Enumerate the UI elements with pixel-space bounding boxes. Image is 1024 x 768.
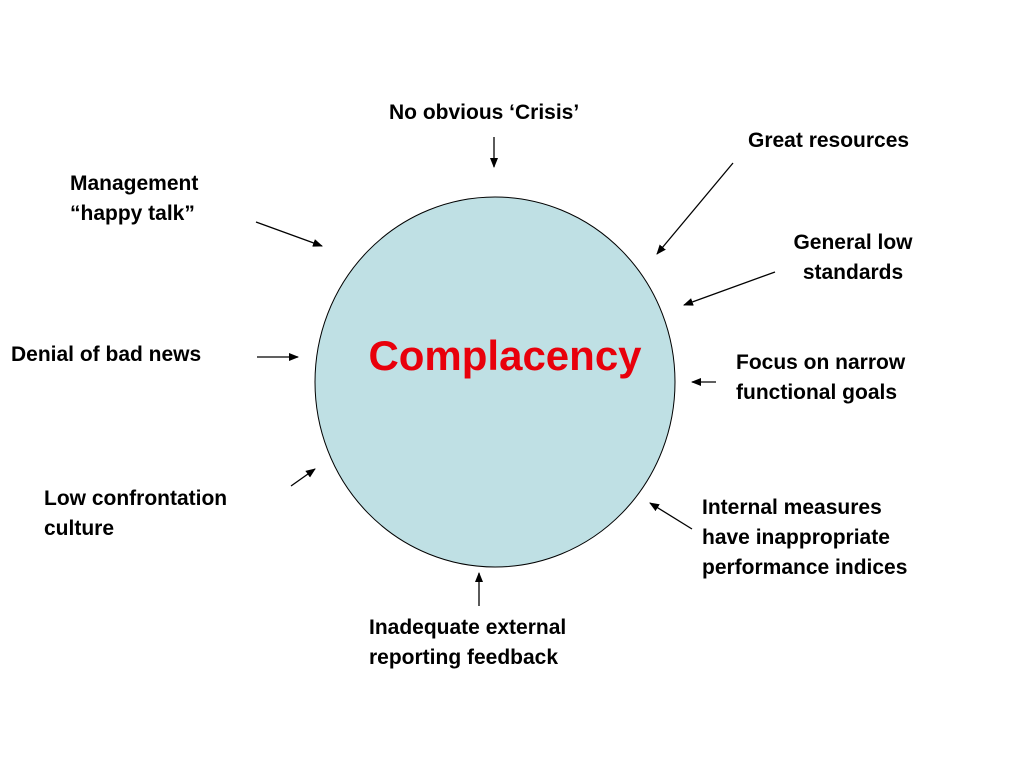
label-line: Great resources — [748, 129, 910, 152]
arrow-great-resources — [656, 162, 734, 255]
label-line: performance indices — [702, 556, 908, 579]
arrow-low-standards — [683, 271, 776, 306]
label-line: Inadequate external — [369, 616, 567, 639]
label-line: No obvious ‘Crisis’ — [389, 101, 580, 124]
label-internal-measures: Internal measures have inappropriate per… — [702, 493, 907, 583]
label-line: Focus on narrow — [736, 351, 906, 374]
label-great-resources: Great resources — [748, 126, 909, 156]
label-line: Low confrontation — [44, 487, 228, 510]
complacency-circle — [314, 196, 676, 568]
arrow-low-confrontation — [290, 468, 316, 487]
label-low-standards: General low standards — [768, 228, 938, 288]
label-line: have inappropriate — [702, 526, 890, 549]
label-line: standards — [802, 261, 904, 284]
label-line: “happy talk” — [70, 202, 195, 225]
label-line: culture — [44, 517, 115, 540]
label-narrow-goals: Focus on narrow functional goals — [736, 348, 905, 408]
label-line: Denial of bad news — [11, 343, 202, 366]
center-label: Complacency — [368, 332, 642, 379]
label-line: Internal measures — [702, 496, 882, 519]
label-no-crisis: No obvious ‘Crisis’ — [389, 98, 579, 128]
label-denial: Denial of bad news — [11, 340, 201, 370]
label-line: Management — [70, 172, 199, 195]
label-line: functional goals — [736, 381, 898, 404]
label-external-feedback: Inadequate external reporting feedback — [369, 613, 566, 673]
label-line: reporting feedback — [369, 646, 559, 669]
arrow-internal-measures — [649, 502, 693, 530]
arrow-happy-talk — [255, 221, 323, 247]
label-low-confrontation: Low confrontation culture — [44, 484, 227, 544]
label-happy-talk: Management “happy talk” — [70, 169, 198, 229]
label-line: General low — [793, 231, 913, 254]
